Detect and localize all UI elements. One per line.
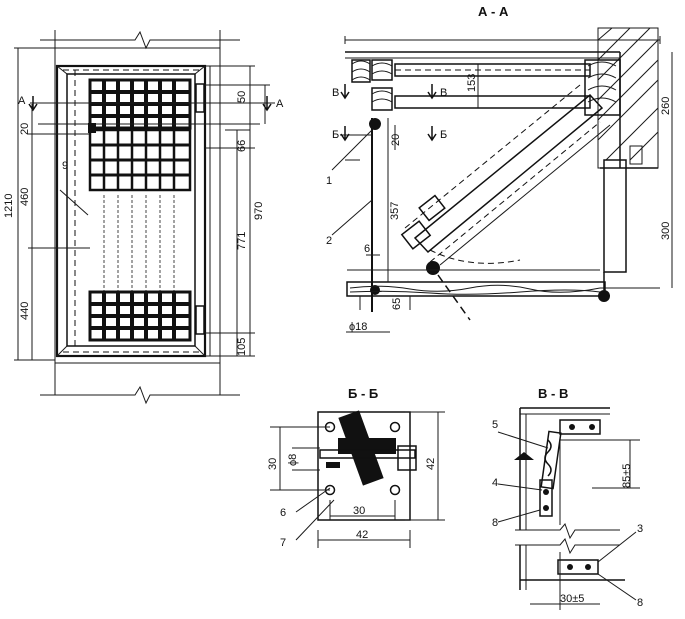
callout-2: 2 <box>326 235 332 247</box>
marker-b-left: Б <box>332 129 339 141</box>
section-bb-labels: Б - Б 30 ϕ8 42 30 42 6 7 <box>267 386 437 549</box>
dim-bb-30v: 30 <box>267 458 279 470</box>
dim-1210: 1210 <box>3 194 15 218</box>
dim-20: 20 <box>19 123 31 135</box>
dim-66: 66 <box>236 140 248 152</box>
dim-20-aa: 20 <box>390 134 402 146</box>
dim-bb-42v: 42 <box>425 458 437 470</box>
lower-grating <box>88 290 192 342</box>
section-aa <box>331 27 673 333</box>
callout-6: 6 <box>280 507 286 519</box>
section-title-vv: В - В <box>538 386 568 401</box>
dim-bb-30h: 30 <box>353 505 365 517</box>
callout-8-lower: 8 <box>637 597 643 609</box>
dim-970: 970 <box>253 202 265 220</box>
section-title-bb: Б - Б <box>348 386 378 401</box>
callout-1: 1 <box>326 175 332 187</box>
dim-vv-85: 85±5 <box>621 464 633 488</box>
marker-v-left: В <box>332 87 339 99</box>
dim-6: 6 <box>364 243 370 255</box>
section-vv-labels: В - В 85±5 30±5 5 4 8 3 8 <box>492 386 643 609</box>
dim-153: 153 <box>466 74 478 92</box>
dim-50: 50 <box>236 91 248 103</box>
dim-65: 65 <box>391 298 403 310</box>
callout-7: 7 <box>280 537 286 549</box>
dim-440: 440 <box>19 302 31 320</box>
plan-view <box>14 30 275 405</box>
marker-a-right: А <box>276 98 284 110</box>
dim-260: 260 <box>660 97 672 115</box>
dim-105: 105 <box>236 338 248 356</box>
dim-bb-phi8: ϕ8 <box>287 454 299 466</box>
marker-a-left: А <box>18 95 26 107</box>
middle-grating <box>88 128 192 192</box>
dim-bb-42h: 42 <box>356 529 368 541</box>
marker-v-right: В <box>440 87 447 99</box>
callout-9: 9 <box>62 160 68 172</box>
callout-3: 3 <box>637 523 643 535</box>
dim-357: 357 <box>389 202 401 220</box>
section-vv <box>497 407 640 610</box>
dim-771: 771 <box>236 232 248 250</box>
callout-5: 5 <box>492 419 498 431</box>
dim-vv-30: 30±5 <box>560 593 584 605</box>
callout-4: 4 <box>492 477 498 489</box>
dim-phi18: ϕ18 <box>349 321 367 333</box>
section-title-aa: А - А <box>478 4 509 19</box>
section-bb <box>270 410 445 548</box>
dim-300: 300 <box>660 222 672 240</box>
upper-grating <box>88 78 192 130</box>
section-aa-labels: А - А В В Б Б 153 260 20 357 300 6 65 ϕ1… <box>326 4 672 333</box>
marker-b-right: Б <box>440 129 447 141</box>
plan-labels: А А 1210 460 440 20 50 66 970 771 105 9 <box>3 91 284 356</box>
callout-8-upper: 8 <box>492 517 498 529</box>
middle-rods <box>103 195 175 292</box>
dim-460: 460 <box>19 188 31 206</box>
